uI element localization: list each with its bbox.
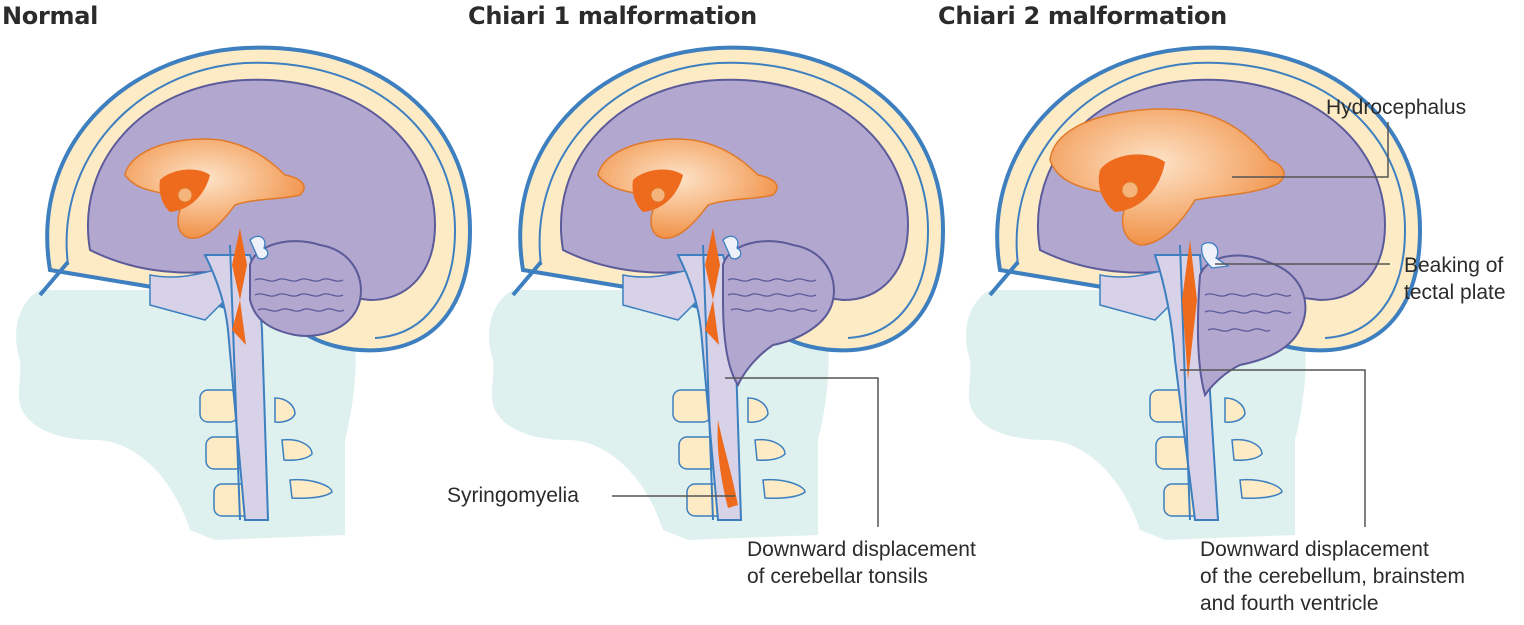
label-tectal-plate: Beaking of tectal plate: [1404, 252, 1506, 306]
label-hydrocephalus: Hydrocephalus: [1326, 96, 1467, 119]
leader-chiari2-displacement: [1180, 369, 1366, 527]
label-chiari2-displacement-line2: of the cerebellum, brainstem: [1200, 565, 1465, 588]
label-chiari1-displacement-line1: Downward displacement: [747, 538, 976, 561]
panel-title-chiari1: Chiari 1 malformation: [468, 2, 757, 30]
chiari2-head: [964, 45, 1422, 543]
label-syringomyelia: Syringomyelia: [447, 484, 579, 507]
label-chiari2-displacement-line3: and fourth ventricle: [1200, 592, 1379, 615]
label-chiari1-displacement: Downward displacement of cerebellar tons…: [747, 536, 976, 590]
chiari1-head: [487, 45, 945, 543]
panel-title-chiari2: Chiari 2 malformation: [938, 2, 1227, 30]
normal-head: [14, 45, 472, 543]
label-chiari2-displacement-line1: Downward displacement: [1200, 538, 1429, 561]
label-chiari1-displacement-line2: of cerebellar tonsils: [747, 565, 928, 588]
panel-title-normal: Normal: [2, 2, 99, 30]
leader-hydrocephalus: [1232, 122, 1389, 178]
label-tectal-plate-line2: tectal plate: [1404, 281, 1506, 304]
label-chiari2-displacement: Downward displacement of the cerebellum,…: [1200, 536, 1465, 617]
label-tectal-plate-line1: Beaking of: [1404, 254, 1504, 277]
leader-chiari1-displacement: [725, 377, 879, 527]
leader-lines: [612, 122, 1390, 527]
